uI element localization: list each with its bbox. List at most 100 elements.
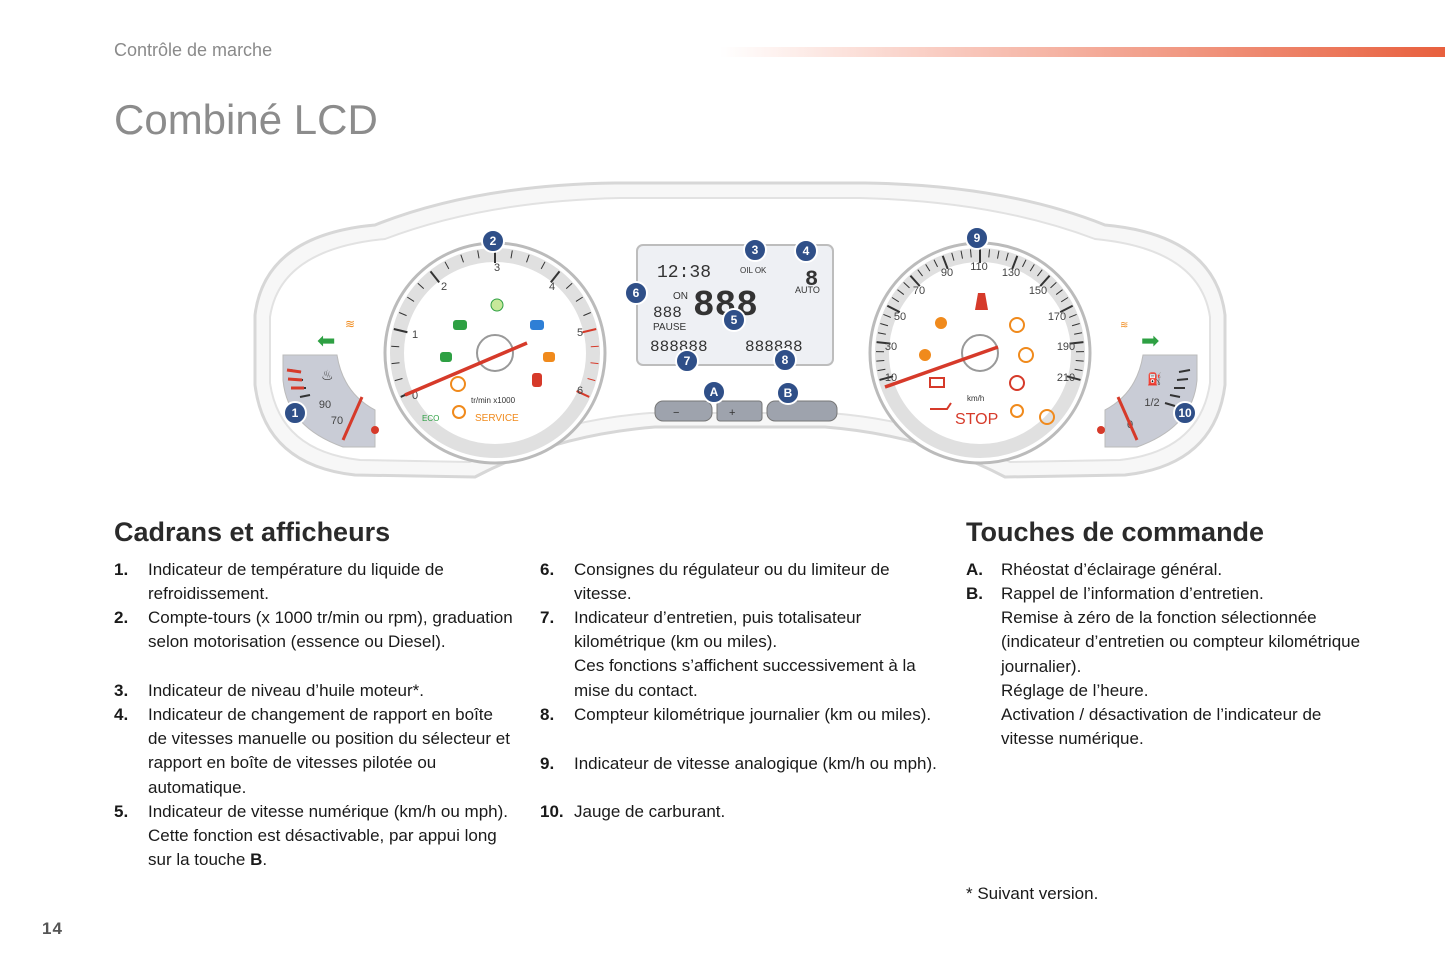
preheat-icon xyxy=(1010,404,1024,418)
rear-fog-orange-icon xyxy=(543,352,555,362)
instrument-cluster-illustration: 90 70 ♨ ⬅ ≋ 0 1 2 3 4 5 6 tr/min x1000 S… xyxy=(253,181,1227,479)
list-item-letter: B. xyxy=(966,584,983,603)
dial-tick xyxy=(540,261,546,270)
svg-text:10: 10 xyxy=(1178,406,1192,420)
speed-label-110: 110 xyxy=(970,261,988,273)
dimmer-plus-button[interactable] xyxy=(716,400,763,422)
dial-tick xyxy=(477,250,480,259)
dial-tick xyxy=(575,296,583,302)
low-beam-icon xyxy=(453,320,467,330)
dial-tick xyxy=(393,328,408,334)
lcd-small-digits: 888 xyxy=(653,304,682,322)
fuel-warning-dot xyxy=(1097,426,1105,434)
dial-tick xyxy=(1029,264,1035,272)
dial-tick xyxy=(565,282,573,290)
dial-tick xyxy=(876,360,885,362)
dimmer-minus-button[interactable] xyxy=(654,400,713,422)
svg-text:5: 5 xyxy=(731,313,738,327)
svg-text:9: 9 xyxy=(974,231,981,245)
lcd-oil-ok: OIL OK xyxy=(740,266,767,275)
high-beam-icon xyxy=(530,320,544,330)
rev-label-1: 1 xyxy=(412,329,418,341)
dial-tick xyxy=(1037,269,1043,277)
dial-tick xyxy=(460,254,464,263)
speedometer: 10 30 50 70 90 110 130 150 170 190 210 k… xyxy=(868,241,1092,465)
seatbelt-passenger-icon xyxy=(532,373,542,387)
list-item-1: 1. Indicateur de température du liquide … xyxy=(114,558,514,606)
speed-label-130: 130 xyxy=(1002,267,1020,279)
callout-10: 10 xyxy=(1173,401,1197,425)
callout-5: 5 xyxy=(722,308,746,332)
dial-tick xyxy=(1005,252,1009,261)
svg-text:2: 2 xyxy=(490,234,497,248)
list-item-note: Ces fonctions s’affichent successivement… xyxy=(574,656,916,700)
lcd-time: 12:38 xyxy=(657,263,711,283)
list-item-3: 3. Indicateur de niveau d’huile moteur*. xyxy=(114,679,514,703)
speed-label-10: 10 xyxy=(885,372,897,384)
page-number: 14 xyxy=(42,919,63,938)
list-item-text: Jauge de carburant. xyxy=(574,802,726,821)
dial-tick xyxy=(880,322,889,327)
left-turn-arrow-icon: ⬅ xyxy=(317,329,335,354)
list-item-10: 10. Jauge de carburant. xyxy=(540,800,940,824)
svg-text:A: A xyxy=(710,385,719,399)
dial-tick xyxy=(997,250,1000,259)
list-item-number: 8. xyxy=(540,705,555,724)
callout-3: 3 xyxy=(743,238,767,262)
list-item-4: 4. Indicateur de changement de rapport e… xyxy=(114,703,514,800)
list-item-6: 6. Consignes du régulateur ou du limiteu… xyxy=(540,558,940,606)
dial-tick xyxy=(925,264,931,272)
tachometer: 0 1 2 3 4 5 6 tr/min x1000 SERVICE ECO xyxy=(383,241,607,465)
svg-text:8: 8 xyxy=(782,353,789,367)
rev-label-3: 3 xyxy=(494,262,500,274)
dial-tick xyxy=(1055,289,1063,295)
seatbelt-icon xyxy=(975,293,988,310)
control-buttons: − + xyxy=(654,400,838,422)
list-item-number: 6. xyxy=(540,560,555,579)
front-fog-icon xyxy=(440,352,452,362)
rev-label-6: 6 xyxy=(577,385,583,397)
list-item-number: 10. xyxy=(540,802,564,821)
dial-tick xyxy=(576,390,590,398)
speed-label-90: 90 xyxy=(941,267,953,279)
center-lcd-display: 12:38 OIL OK ON 888 888 PAUSE 8 AUTO 888… xyxy=(636,244,834,366)
service-reset-button[interactable] xyxy=(766,400,838,422)
battery-icon xyxy=(929,377,945,388)
dial-tick xyxy=(417,282,425,290)
dial-tick xyxy=(1050,282,1057,289)
dial-tick xyxy=(1066,375,1081,381)
dial-tick xyxy=(909,275,921,287)
dial-tick xyxy=(1069,341,1084,345)
dial-tick xyxy=(876,341,891,345)
dial-tick xyxy=(1074,368,1083,372)
tachometer-needle xyxy=(404,341,528,397)
temperature-gauge-panel xyxy=(282,354,376,448)
speed-label-190: 190 xyxy=(1057,341,1075,353)
list-item-note: Cette fonction est désactivable, par app… xyxy=(148,826,497,870)
dial-tick xyxy=(960,250,963,259)
list-item-number: 7. xyxy=(540,608,555,627)
list-item-text: Compte-tours (x 1000 tr/min ou rpm), gra… xyxy=(148,608,513,652)
speed-label-70: 70 xyxy=(913,285,925,297)
temperature-label-90: 90 xyxy=(319,399,331,411)
list-item-note: Remise à zéro de la fonction sélectionné… xyxy=(1001,608,1361,676)
engine-warning-icon xyxy=(1039,409,1055,425)
svg-text:6: 6 xyxy=(633,286,640,300)
dial-tick xyxy=(587,378,596,382)
rear-fog-icon: ≋ xyxy=(345,317,355,331)
list-item-number: 1. xyxy=(114,560,129,579)
airbag-icon xyxy=(935,317,947,329)
svg-text:B: B xyxy=(784,386,793,400)
sidelights-icon xyxy=(490,298,504,312)
oil-pressure-icon xyxy=(930,402,952,410)
dial-tick xyxy=(399,312,407,317)
temperature-label-70: 70 xyxy=(331,415,343,427)
lcd-pause: PAUSE xyxy=(653,322,686,333)
callout-1: 1 xyxy=(283,401,307,425)
dial-tick xyxy=(933,259,938,268)
list-item-7: 7. Indicateur d’entretien, puis totalisa… xyxy=(540,606,940,703)
list-item-2: 2. Compte-tours (x 1000 tr/min ou rpm), … xyxy=(114,606,514,654)
list-item-text: Indicateur de vitesse analogique (km/h o… xyxy=(574,754,937,773)
dial-tick xyxy=(583,312,591,317)
dial-tick xyxy=(1059,304,1074,314)
